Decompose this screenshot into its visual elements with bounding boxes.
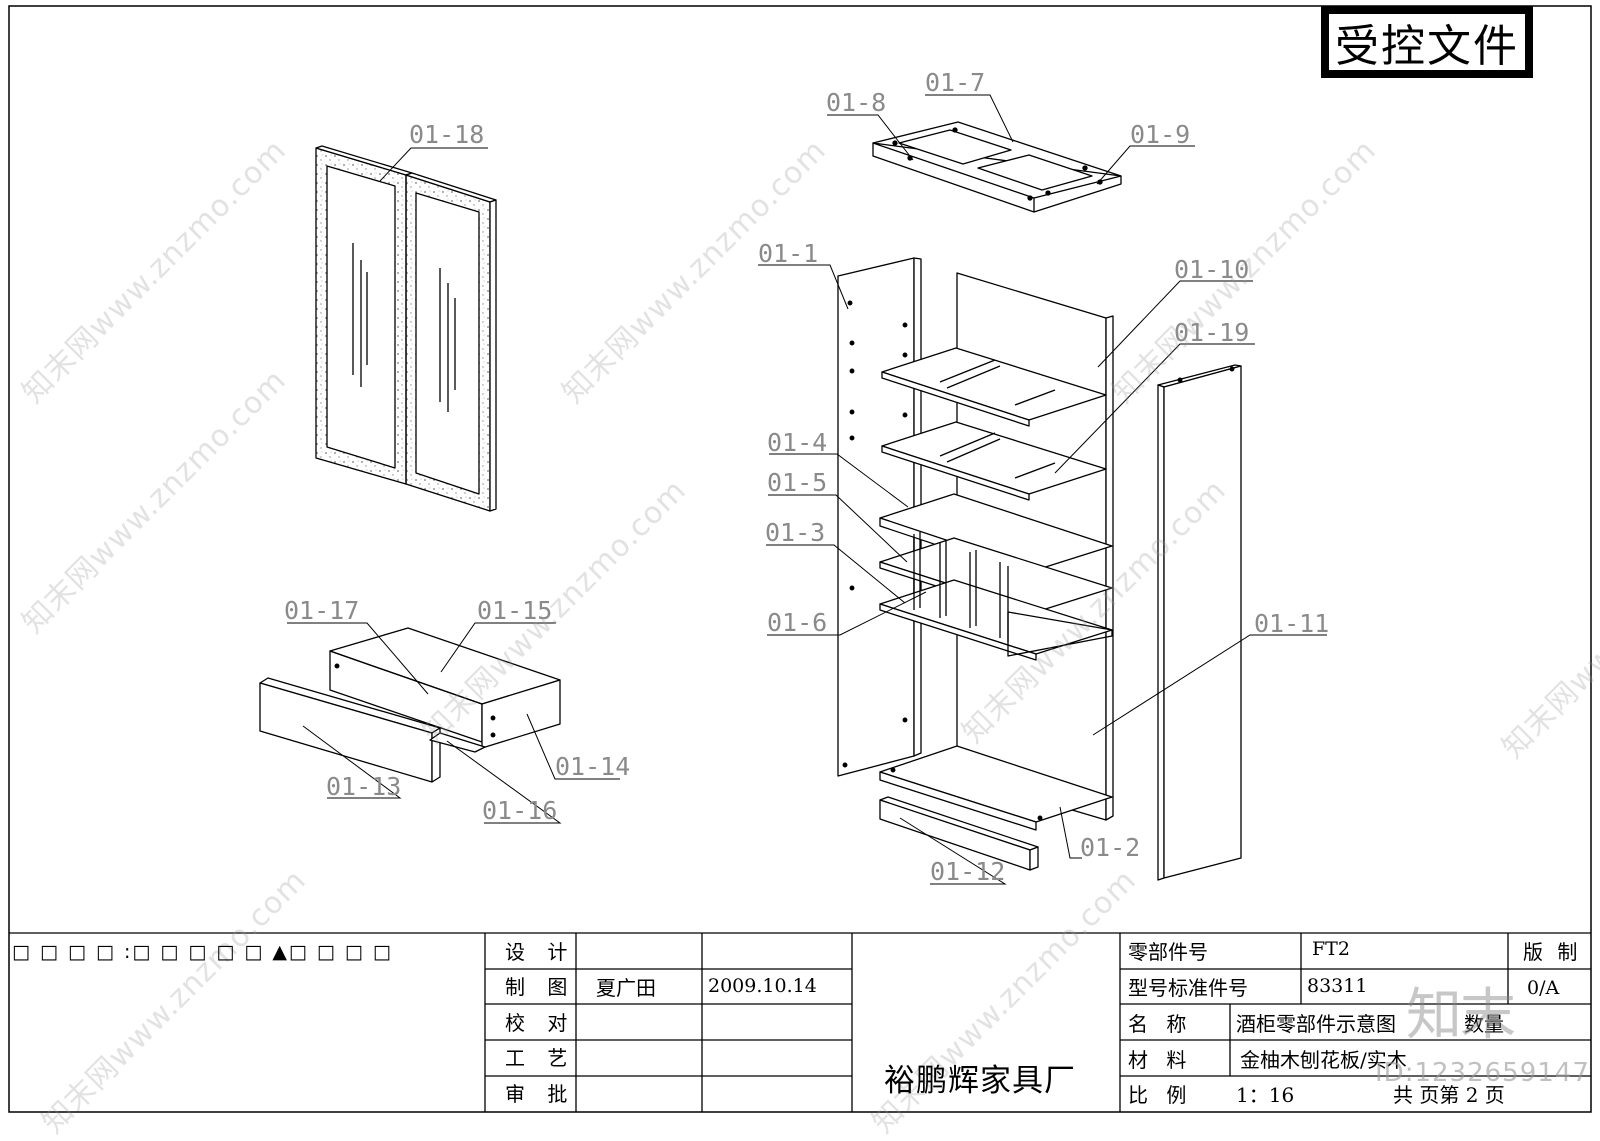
- label-01-16: 01-16: [482, 796, 557, 825]
- part-number-label: 零部件号: [1128, 940, 1208, 964]
- label-01-17: 01-17: [284, 596, 359, 625]
- label-01-14: 01-14: [555, 752, 630, 781]
- label-01-6: 01-6: [767, 608, 827, 637]
- image-id-watermark: ID:1232659147: [1375, 1058, 1590, 1088]
- right-side-panel: [1157, 364, 1242, 881]
- material-label: 材 料: [1128, 1048, 1193, 1072]
- part-name-value: 酒柜零部件示意图: [1236, 1012, 1396, 1036]
- label-01-4: 01-4: [767, 428, 827, 457]
- leader-lines: [287, 94, 1327, 885]
- glass-shelves: [881, 347, 1107, 501]
- company-name: 裕鹏辉家具厂: [884, 1063, 1076, 1099]
- bottom-panel: [879, 745, 1113, 831]
- name-label: 名 称: [1128, 1012, 1193, 1036]
- kick-rail: [879, 796, 1039, 871]
- scale-value: 1：16: [1236, 1083, 1295, 1107]
- design-label: 设 计: [505, 940, 576, 964]
- part-number-value: FT2: [1312, 938, 1350, 960]
- check-label: 校 对: [505, 1011, 576, 1035]
- drawing-sheet: 01-18 01-8 01-7 01-9 01-1 01-10 01-19 01…: [8, 5, 1600, 1140]
- label-01-15: 01-15: [477, 596, 552, 625]
- title-block-grid: [9, 932, 1591, 1112]
- drawing-label: 制 图: [505, 975, 576, 999]
- label-01-12: 01-12: [930, 857, 1005, 886]
- drawer-name: 夏广田: [596, 976, 656, 1000]
- label-01-13: 01-13: [326, 772, 401, 801]
- exploded-view-drawing: 01-18 01-8 01-7 01-9 01-1 01-10 01-19 01…: [8, 5, 1592, 1113]
- drawer: [259, 627, 561, 783]
- sheet-border: [8, 5, 1592, 1113]
- quantity-label: 数量: [1464, 1012, 1504, 1036]
- page-count: 共 页第 2 页: [1393, 1083, 1505, 1107]
- label-01-3: 01-3: [765, 518, 825, 547]
- glass-doors: [315, 145, 497, 512]
- edition-value: 0/A: [1527, 977, 1560, 999]
- part-labels: 01-18 01-8 01-7 01-9 01-1 01-10 01-19 01…: [284, 68, 1329, 886]
- label-01-8: 01-8: [826, 88, 886, 117]
- label-01-11: 01-11: [1254, 609, 1329, 638]
- controlled-document-stamp: 受控文件: [1321, 6, 1533, 78]
- wine-rack-unit: [879, 493, 1113, 661]
- label-01-18: 01-18: [409, 120, 484, 149]
- notes-line: □ □ □ □ :□ □ □ □ □ ▲□ □ □ □: [12, 941, 393, 963]
- process-label: 工 艺: [505, 1046, 576, 1070]
- label-01-1: 01-1: [758, 239, 818, 268]
- model-number-label: 型号标准件号: [1128, 976, 1248, 1000]
- scale-label: 比 例: [1128, 1083, 1193, 1107]
- drawing-date: 2009.10.14: [708, 975, 817, 997]
- brand-watermark: 知末: [1406, 983, 1516, 1048]
- label-01-9: 01-9: [1130, 120, 1190, 149]
- material-value: 金柚木刨花板/实木: [1240, 1048, 1407, 1072]
- label-01-2: 01-2: [1080, 833, 1140, 862]
- model-number-value: 83311: [1307, 975, 1368, 997]
- edition-label: 版 制: [1523, 940, 1582, 964]
- label-01-5: 01-5: [767, 468, 827, 497]
- label-01-19: 01-19: [1174, 318, 1249, 347]
- approve-label: 审 批: [505, 1082, 576, 1106]
- label-01-7: 01-7: [925, 68, 985, 97]
- label-01-10: 01-10: [1174, 255, 1249, 284]
- top-frame: [872, 121, 1122, 213]
